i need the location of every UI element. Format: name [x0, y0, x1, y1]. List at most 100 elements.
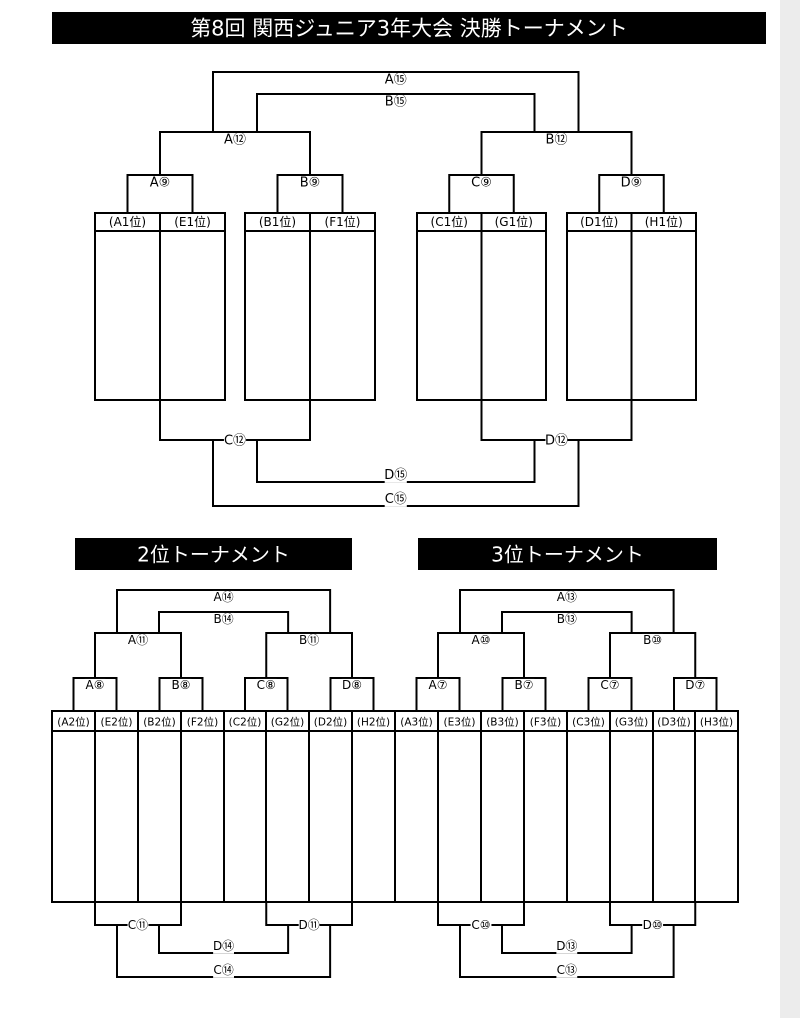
third-match-label-r1-plate	[599, 678, 621, 693]
final-team-slot-header: (F1位)	[325, 214, 361, 229]
final-title: 第8回 関西ジュニア3年大会 決勝トーナメント	[190, 17, 628, 41]
final-match-label-b2-plate	[223, 433, 247, 449]
third-final-label-outer-b: C⑬	[557, 963, 577, 977]
third-final-label-inner-b-plate	[556, 940, 578, 954]
third-team-slot-header: (A3位)	[400, 715, 433, 728]
third-final-line-inner	[501, 611, 633, 633]
third-team-slot-header: (F3位)	[530, 715, 561, 728]
final-match-label-r1-plate	[148, 176, 172, 191]
third-match-label-r1: C⑦	[600, 678, 619, 692]
second-match-line-r2	[265, 632, 353, 678]
second-final-label-inner: B⑭	[213, 612, 233, 626]
third-match-label-r2-plate	[470, 633, 492, 648]
third-match-label-r1: B⑦	[515, 678, 534, 692]
final-title-banner	[52, 12, 766, 44]
third-match-label-r1-plate	[427, 678, 449, 693]
final-final-label-outer: A⑮	[385, 73, 407, 88]
second-final-line-inner	[158, 611, 290, 633]
third-match-label-b2-plate	[642, 919, 664, 934]
second-match-label-r2: A⑪	[128, 633, 148, 647]
third-match-label-r1: D⑦	[685, 678, 705, 692]
third-match-label-r1-plate	[513, 678, 535, 693]
third-match-label-b2: D⑩	[643, 918, 663, 932]
scrollbar-track[interactable]	[782, 0, 800, 1018]
third-final-label-inner-b: D⑬	[556, 939, 577, 953]
final-final-label-inner-plate	[384, 95, 407, 110]
final-match-label-b2-plate	[545, 433, 568, 449]
final-match-label-r2: A⑫	[224, 133, 246, 148]
final-final-line-outer	[212, 71, 580, 132]
second-match-label-r1: B⑧	[172, 678, 191, 692]
final-match-line-r2	[480, 131, 633, 175]
second-final-label-outer-plate	[213, 590, 235, 605]
third-final-label-outer-plate	[556, 590, 578, 605]
final-match-label-r2-plate	[545, 133, 568, 148]
second-team-slot-header: (G2位)	[271, 715, 305, 728]
third-team-slot-header: (H3位)	[700, 715, 733, 728]
third-team-slot-header: (D3位)	[657, 715, 690, 728]
second-final-label-inner-plate	[213, 612, 235, 627]
third-team-slot-header: (G3位)	[615, 715, 649, 728]
final-match-label-b2: C⑫	[224, 434, 246, 449]
final-match-label-r2: B⑫	[546, 133, 568, 148]
final-team-slot-header: (E1位)	[174, 214, 211, 229]
final-team-slot-header: (G1位)	[495, 214, 533, 229]
third-final-label-inner: B⑬	[557, 612, 577, 626]
final-match-label-r1: C⑨	[471, 176, 492, 191]
final-match-line-r2	[159, 131, 311, 175]
final-final-label-outer-plate	[384, 73, 407, 88]
final-team-slot-header: (B1位)	[259, 214, 296, 229]
final-final-label-inner-b-plate	[384, 468, 407, 483]
third-match-label-r2: B⑩	[643, 633, 662, 647]
second-title-banner	[75, 538, 352, 570]
second-match-label-r1: A⑧	[86, 678, 105, 692]
second-final-label-outer: A⑭	[213, 590, 233, 604]
final-final-label-outer-b: C⑮	[385, 492, 407, 507]
third-match-label-r1-plate	[684, 678, 706, 693]
final-match-label-r1: A⑨	[150, 176, 171, 191]
second-match-label-r1-plate	[341, 678, 363, 693]
third-team-slot-header: (B3位)	[486, 715, 519, 728]
third-match-line-r2	[437, 632, 525, 678]
second-match-label-r1-plate	[84, 678, 106, 693]
final-match-label-r1: B⑨	[300, 176, 321, 191]
second-team-slot-header: (E2位)	[100, 715, 132, 728]
final-match-label-r1-plate	[298, 176, 322, 191]
second-match-label-r1-plate	[170, 678, 192, 693]
tournament-diagram: 第8回 関西ジュニア3年大会 決勝トーナメント(A1位)(E1位)(B1位)(F…	[51, 12, 766, 978]
third-match-label-r2-plate	[642, 633, 664, 648]
second-final-label-inner-b: D⑭	[213, 939, 234, 953]
second-match-label-b2-plate	[127, 919, 149, 934]
final-match-label-b2: D⑫	[545, 434, 568, 449]
second-team-slot-header: (C2位)	[229, 715, 262, 728]
final-final-line-inner	[256, 93, 536, 132]
third-final-label-outer: A⑬	[557, 590, 577, 604]
third-match-label-r2: A⑩	[472, 633, 491, 647]
second-match-label-r2: B⑪	[299, 633, 319, 647]
final-team-slot-header: (D1位)	[580, 214, 618, 229]
second-final-label-outer-b: C⑭	[213, 963, 233, 977]
second-title: 2位トーナメント	[137, 543, 290, 567]
second-team-slot-header: (F2位)	[187, 715, 218, 728]
final-match-label-r1: D⑨	[621, 176, 643, 191]
third-match-line-r2	[609, 632, 697, 678]
second-match-label-b2: C⑪	[128, 918, 148, 932]
second-match-label-r1-plate	[255, 678, 277, 693]
final-match-label-r1-plate	[620, 176, 643, 191]
third-team-slot-header: (E3位)	[443, 715, 475, 728]
final-team-slot-header: (C1位)	[431, 214, 468, 229]
second-team-slot-header: (H2位)	[357, 715, 390, 728]
final-match-label-r1-plate	[470, 176, 493, 191]
third-title-banner	[418, 538, 717, 570]
second-match-label-r1: D⑧	[342, 678, 362, 692]
bracket-page: 第8回 関西ジュニア3年大会 決勝トーナメント(A1位)(E1位)(B1位)(F…	[0, 0, 780, 1018]
final-final-label-inner: B⑮	[385, 95, 407, 110]
third-final-line-outer	[459, 589, 675, 633]
second-match-label-b2: D⑪	[299, 918, 320, 932]
third-match-label-b2-plate	[470, 919, 492, 934]
second-match-label-r1: C⑧	[257, 678, 276, 692]
second-match-label-b2-plate	[298, 919, 320, 934]
third-team-slot-header: (C3位)	[572, 715, 605, 728]
second-final-label-outer-b-plate	[213, 964, 235, 978]
second-team-slot-header: (A2位)	[57, 715, 90, 728]
